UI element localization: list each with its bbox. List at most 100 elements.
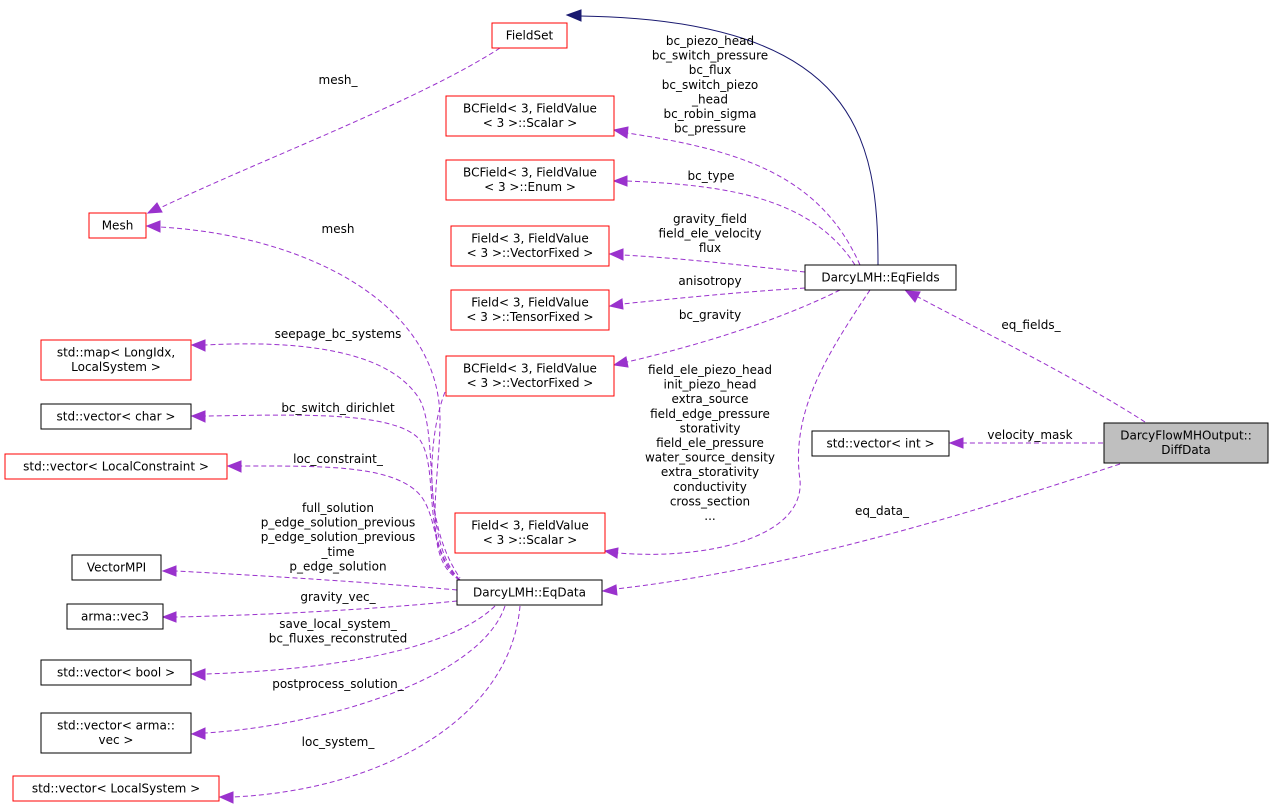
edge-label-line: bc_type: [687, 169, 734, 183]
edge-label-line: bc_switch_pressure: [652, 49, 768, 63]
edge-label-line: bc_robin_sigma: [663, 107, 756, 121]
node-bcfield-vectorfixed[interactable]: BCField< 3, FieldValue< 3 >::VectorFixed…: [445, 355, 615, 397]
edge-label-line: bc_fluxes_reconstruted: [269, 632, 408, 646]
edge-label-line: ...: [704, 509, 715, 523]
edge-label-line: _head: [691, 92, 728, 106]
node-vector-char[interactable]: std::vector< char >: [40, 403, 192, 430]
node-label: std::vector< arma::: [57, 719, 175, 733]
edge-bcvectorfixed-eqdata: [431, 391, 461, 579]
edge-vbool-eqdata: [190, 605, 496, 681]
node-label: < 3 >::VectorFixed >: [467, 376, 594, 390]
node-map-longidx[interactable]: std::map< LongIdx,LocalSystem >: [40, 339, 192, 381]
edge-label-line: eq_data_: [855, 504, 910, 518]
node-label: vec >: [99, 733, 134, 747]
node-label: DiffData: [1161, 443, 1211, 457]
edge-bcvectorfixed-eqfields: [612, 289, 841, 368]
node-fieldset[interactable]: FieldSet: [491, 22, 568, 49]
edge-label-line: p_edge_solution_previous: [261, 516, 415, 530]
edge-label-line: velocity_mask: [987, 428, 1072, 442]
edge-label-line: mesh_: [319, 73, 359, 87]
label-vectormpi-eqdata: full_solutionp_edge_solution_previousp_e…: [261, 501, 415, 573]
label-fieldscalar-eqfields: field_ele_piezo_headinit_piezo_headextra…: [645, 363, 775, 523]
node-label: < 3 >::TensorFixed >: [466, 310, 593, 324]
label-bcscalar-eqfields: bc_piezo_headbc_switch_pressurebc_fluxbc…: [652, 34, 768, 136]
label-bcvectorfixed-eqfields: bc_gravity: [679, 308, 741, 322]
edge-fieldscalar-eqfields: [603, 289, 871, 559]
edge-label-line: _time: [320, 545, 354, 559]
edge-label-line: flux: [699, 241, 721, 255]
node-label: arma::vec3: [81, 609, 149, 623]
label-vlocalconstraint-eqdata: loc_constraint_: [293, 452, 384, 466]
node-mesh[interactable]: Mesh: [88, 212, 147, 239]
node-bcfield-enum[interactable]: BCField< 3, FieldValue< 3 >::Enum >: [445, 159, 615, 201]
node-label: std::vector< char >: [57, 409, 176, 423]
edge-varmavec-eqdata: [190, 605, 506, 740]
edge-mesh-eqdata: [145, 220, 461, 581]
node-label: < 3 >::Scalar >: [483, 116, 578, 130]
edge-tensorfixed-eqfields: [608, 287, 806, 310]
node-field-scalar[interactable]: Field< 3, FieldValue< 3 >::Scalar >: [454, 512, 606, 554]
edge-vchar-eqdata: [190, 410, 461, 581]
node-field-tensorfixed[interactable]: Field< 3, FieldValue< 3 >::TensorFixed >: [450, 289, 610, 331]
node-bcfield-scalar[interactable]: BCField< 3, FieldValue< 3 >::Scalar >: [445, 95, 615, 137]
edge-bcscalar-eqfields: [612, 126, 861, 266]
edge-vectormpi-eqdata: [161, 565, 458, 591]
node-label: std::vector< bool >: [57, 665, 175, 679]
node-field-vectorfixed[interactable]: Field< 3, FieldValue< 3 >::VectorFixed >: [450, 225, 610, 267]
label-eqdata-diffdata: eq_data_: [855, 504, 910, 518]
edge-eqdata-diffdata: [601, 463, 1121, 596]
edge-label-line: field_ele_pressure: [656, 436, 764, 450]
edge-label-line: gravity_vec_: [300, 590, 376, 604]
edge-label-line: cross_section: [670, 494, 750, 508]
label-eqfields-diffdata: eq_fields_: [1001, 318, 1061, 332]
node-vector-int[interactable]: std::vector< int >: [811, 430, 950, 457]
edge-label-line: conductivity: [673, 480, 747, 494]
label-tensorfixed-eqfields: anisotropy: [678, 274, 741, 288]
node-eqfields[interactable]: DarcyLMH::EqFields: [804, 264, 957, 291]
edge-label-line: extra_source: [671, 392, 748, 406]
node-vector-localconstraint[interactable]: std::vector< LocalConstraint >: [4, 453, 228, 480]
label-vlocalsystem-eqdata: loc_system_: [302, 735, 376, 749]
edge-label-line: field_ele_piezo_head: [648, 363, 772, 377]
node-vector-armavec[interactable]: std::vector< arma::vec >: [40, 712, 192, 754]
node-label: Mesh: [102, 218, 134, 232]
node-eqdata[interactable]: DarcyLMH::EqData: [456, 579, 603, 606]
edge-label-line: bc_flux: [689, 63, 731, 77]
node-label: VectorMPI: [87, 560, 146, 574]
node-label: DarcyLMH::EqData: [473, 585, 586, 599]
edge-label-line: save_local_system_: [279, 617, 397, 631]
edge-label-line: loc_constraint_: [293, 452, 384, 466]
node-label: std::vector< LocalConstraint >: [23, 459, 209, 473]
edge-label-line: bc_pressure: [674, 122, 746, 136]
node-vector-bool[interactable]: std::vector< bool >: [40, 659, 192, 686]
node-label: DarcyFlowMHOutput::: [1120, 429, 1252, 443]
edge-eqfields-diffdata: [904, 290, 1146, 423]
label-vchar-eqdata: bc_switch_dirichlet: [281, 401, 395, 415]
edge-vec3-eqdata: [161, 600, 458, 623]
node-label: < 3 >::Scalar >: [483, 533, 578, 547]
label-fieldset-mesh: mesh_: [319, 73, 359, 87]
node-label: std::vector< int >: [826, 436, 934, 450]
node-vectormpi[interactable]: VectorMPI: [71, 554, 162, 581]
edge-label-line: field_edge_pressure: [650, 407, 770, 421]
edge-label-line: bc_switch_dirichlet: [281, 401, 395, 415]
node-label: BCField< 3, FieldValue: [463, 362, 597, 376]
node-label: BCField< 3, FieldValue: [463, 102, 597, 116]
edge-label-line: p_edge_solution_previous: [261, 530, 415, 544]
label-bcenum-eqfields: bc_type: [687, 169, 734, 183]
edge-label-line: bc_gravity: [679, 308, 741, 322]
node-label: < 3 >::VectorFixed >: [467, 246, 594, 260]
node-diffdata[interactable]: DarcyFlowMHOutput::DiffData: [1103, 422, 1269, 464]
node-label: DarcyLMH::EqFields: [821, 270, 939, 284]
edge-label-line: gravity_field: [673, 212, 747, 226]
node-vector-localsystem[interactable]: std::vector< LocalSystem >: [12, 775, 220, 802]
node-label: LocalSystem >: [71, 360, 161, 374]
node-label: Field< 3, FieldValue: [471, 296, 588, 310]
edge-label-line: mesh: [322, 222, 355, 236]
label-varmavec-eqdata: postprocess_solution_: [272, 677, 405, 691]
label-map-eqdata: seepage_bc_systems: [275, 327, 402, 341]
edge-label-line: loc_system_: [302, 735, 376, 749]
node-arma-vec3[interactable]: arma::vec3: [66, 603, 164, 630]
